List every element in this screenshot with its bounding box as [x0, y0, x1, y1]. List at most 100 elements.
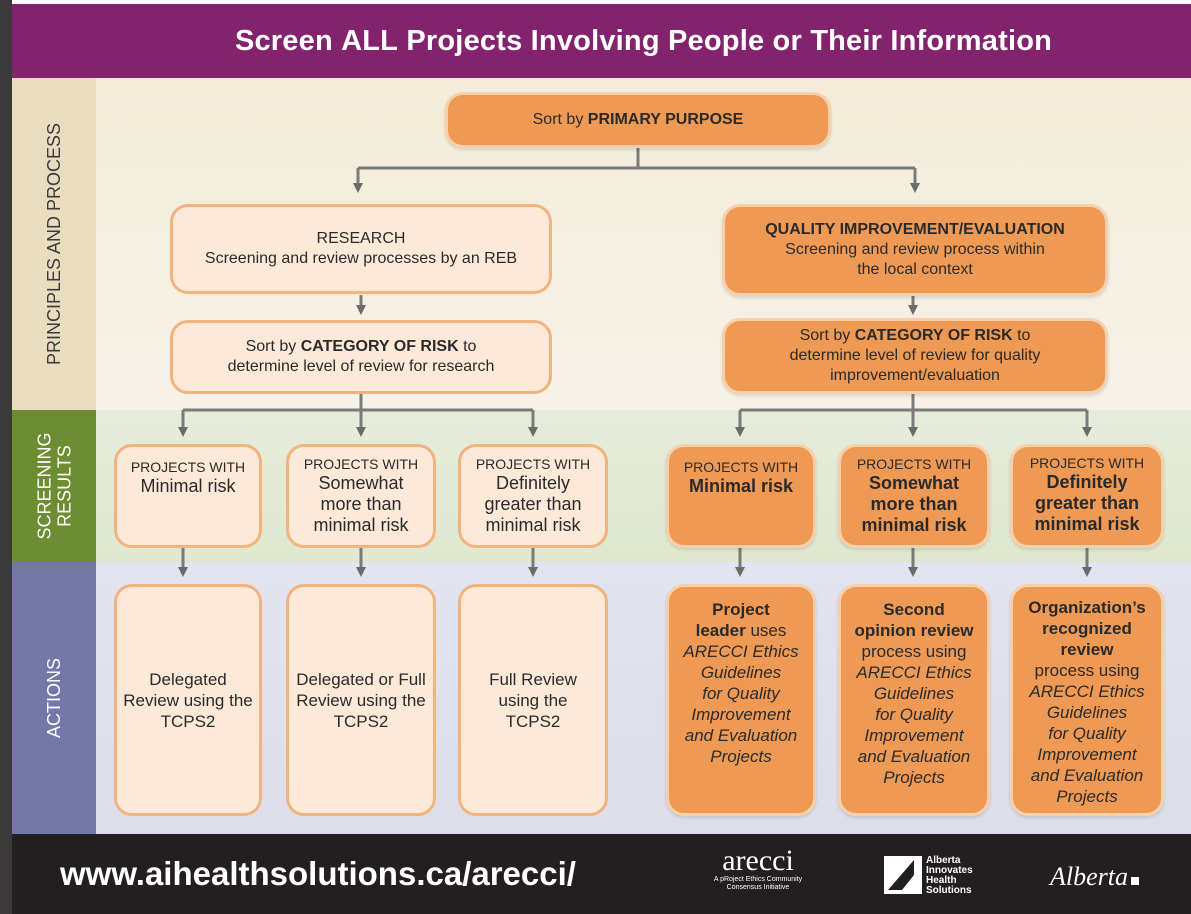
action-q1-i4: Improvement — [691, 705, 791, 724]
screen-r3: PROJECTS WITH Definitely greater than mi… — [458, 444, 608, 548]
qr-line3: improvement/evaluation — [830, 367, 1000, 384]
screen-q2-l1: Somewhat — [868, 473, 960, 493]
action-r2-l1: Delegated or Full — [296, 669, 426, 689]
screen-r2-prefix: PROJECTS WITH — [303, 456, 419, 472]
action-r1-l3: TCPS2 — [160, 711, 216, 731]
action-q2-i3: for Quality — [875, 705, 953, 724]
action-q2-i1: ARECCI Ethics — [856, 663, 972, 682]
action-q2-b2: opinion review — [854, 621, 974, 640]
screen-q3-prefix: PROJECTS WITH — [1029, 455, 1145, 471]
action-q3-b3: review — [1060, 640, 1114, 659]
screen-q1-l1: Minimal risk — [688, 476, 794, 496]
alberta-logo: Alberta — [1050, 862, 1139, 892]
arrow-qi-split — [740, 393, 1087, 412]
rr-line2: determine level of review for research — [227, 358, 495, 375]
screen-r2: PROJECTS WITH Somewhat more than minimal… — [286, 444, 436, 548]
left-edge-bar — [0, 0, 12, 914]
screen-r1: PROJECTS WITH Minimal risk — [114, 444, 262, 548]
screen-r3-l1: Definitely — [495, 473, 571, 493]
action-r1: Delegated Review using the TCPS2 — [114, 584, 262, 816]
action-q3-i5: and Evaluation — [1030, 766, 1144, 785]
rr-bold: CATEGORY OF RISK — [300, 338, 459, 355]
arecci-logo-word: arecci — [722, 844, 794, 877]
ai-logo-l3: Health — [926, 875, 957, 886]
arrow-top-split — [358, 148, 915, 170]
action-q1-i2: Guidelines — [700, 663, 782, 682]
alberta-innovates-logo: Alberta Innovates Health Solutions — [884, 856, 984, 896]
action-q2: Second opinion review process using AREC… — [838, 584, 990, 816]
qr-pre: Sort by — [799, 327, 855, 344]
footer-url[interactable]: www.aihealthsolutions.ca/arecci/ — [60, 855, 576, 892]
action-q2-i6: Projects — [883, 768, 945, 787]
qr-post: to — [1012, 327, 1031, 344]
primary-purpose-box: Sort by PRIMARY PURPOSE — [445, 92, 831, 148]
qi-heading: QUALITY IMPROVEMENT/EVALUATION — [765, 221, 1065, 238]
rr-pre: Sort by — [245, 338, 301, 355]
primary-bold: PRIMARY PURPOSE — [587, 111, 744, 128]
footer-bar — [12, 834, 1191, 914]
research-sub: Screening and review processes by an REB — [204, 250, 518, 267]
qi-box: QUALITY IMPROVEMENT/EVALUATION Screening… — [722, 204, 1108, 296]
action-q3-i4: Improvement — [1037, 745, 1137, 764]
screen-r2-l1: Somewhat — [318, 473, 404, 493]
action-q3-i2: Guidelines — [1046, 703, 1128, 722]
screen-r3-l3: minimal risk — [485, 515, 581, 535]
screen-r1-prefix: PROJECTS WITH — [130, 459, 246, 475]
ai-logo-l4: Solutions — [926, 885, 972, 896]
action-r3-l1: Full Review — [489, 669, 577, 689]
screen-q2: PROJECTS WITH Somewhat more than minimal… — [838, 444, 990, 548]
action-q1-n2: uses — [745, 621, 787, 640]
action-q2-i2: Guidelines — [873, 684, 955, 703]
action-q2-n1: process using — [861, 642, 967, 661]
ai-logo-l1: Alberta — [926, 855, 961, 866]
rr-post: to — [458, 338, 477, 355]
qi-sub1: Screening and review process within — [785, 241, 1045, 258]
arrow-research-split — [183, 393, 533, 412]
action-r1-l2: Review using the — [123, 690, 253, 710]
action-q1-i6: Projects — [710, 747, 772, 766]
research-box: RESEARCH Screening and review processes … — [170, 204, 552, 294]
action-q1-b2: leader — [695, 621, 746, 640]
arecci-logo-sub1: A pRoject Ethics Community — [713, 876, 803, 883]
alberta-flag-icon — [1131, 877, 1139, 885]
action-q3: Organization’s recognized review process… — [1010, 584, 1164, 816]
screen-q3-l1: Definitely — [1046, 472, 1128, 492]
action-q1-b1: Project — [712, 600, 770, 619]
primary-pre: Sort by — [532, 111, 588, 128]
title-side-block — [12, 4, 96, 78]
action-r2-l3: TCPS2 — [333, 711, 389, 731]
qr-bold: CATEGORY OF RISK — [854, 327, 1013, 344]
action-q1-i3: for Quality — [702, 684, 780, 703]
title-bold: ALL — [341, 24, 399, 57]
arecci-logo: arecci A pRoject Ethics Community Consen… — [698, 846, 818, 892]
action-q3-i3: for Quality — [1048, 724, 1126, 743]
screen-r3-l2: greater than — [484, 494, 582, 514]
research-heading: RESEARCH — [316, 230, 406, 247]
title-post: Projects Involving People or Their Infor… — [398, 24, 1053, 57]
screen-r3-prefix: PROJECTS WITH — [475, 456, 591, 472]
alberta-logo-text: Alberta — [1050, 862, 1128, 891]
arecci-logo-sub2: Consensus Initiative — [726, 884, 790, 891]
action-r3-l3: TCPS2 — [505, 711, 561, 731]
action-r1-l1: Delegated — [149, 669, 227, 689]
side-principles: PRINCIPLES AND PROCESS — [12, 78, 96, 410]
screen-q1: PROJECTS WITH Minimal risk — [666, 444, 816, 548]
action-r2: Delegated or Full Review using the TCPS2 — [286, 584, 436, 816]
screen-q3: PROJECTS WITH Definitely greater than mi… — [1010, 444, 1164, 548]
screen-r2-l2: more than — [320, 494, 402, 514]
screen-q3-l2: greater than — [1034, 493, 1140, 513]
research-risk-box: Sort by CATEGORY OF RISK to determine le… — [170, 320, 552, 394]
action-q3-b1: Organization’s — [1028, 598, 1146, 617]
side-actions: ACTIONS — [12, 562, 96, 834]
screen-q2-l2: more than — [870, 494, 958, 514]
action-q3-i1: ARECCI Ethics — [1029, 682, 1145, 701]
action-q3-i6: Projects — [1056, 787, 1118, 806]
screen-r2-l3: minimal risk — [313, 515, 409, 535]
qi-risk-box: Sort by CATEGORY OF RISK to determine le… — [722, 318, 1108, 394]
screen-q2-prefix: PROJECTS WITH — [856, 456, 972, 472]
action-q3-b2: recognized — [1042, 619, 1132, 638]
action-r3: Full Review using the TCPS2 — [458, 584, 608, 816]
action-q2-i5: and Evaluation — [857, 747, 971, 766]
